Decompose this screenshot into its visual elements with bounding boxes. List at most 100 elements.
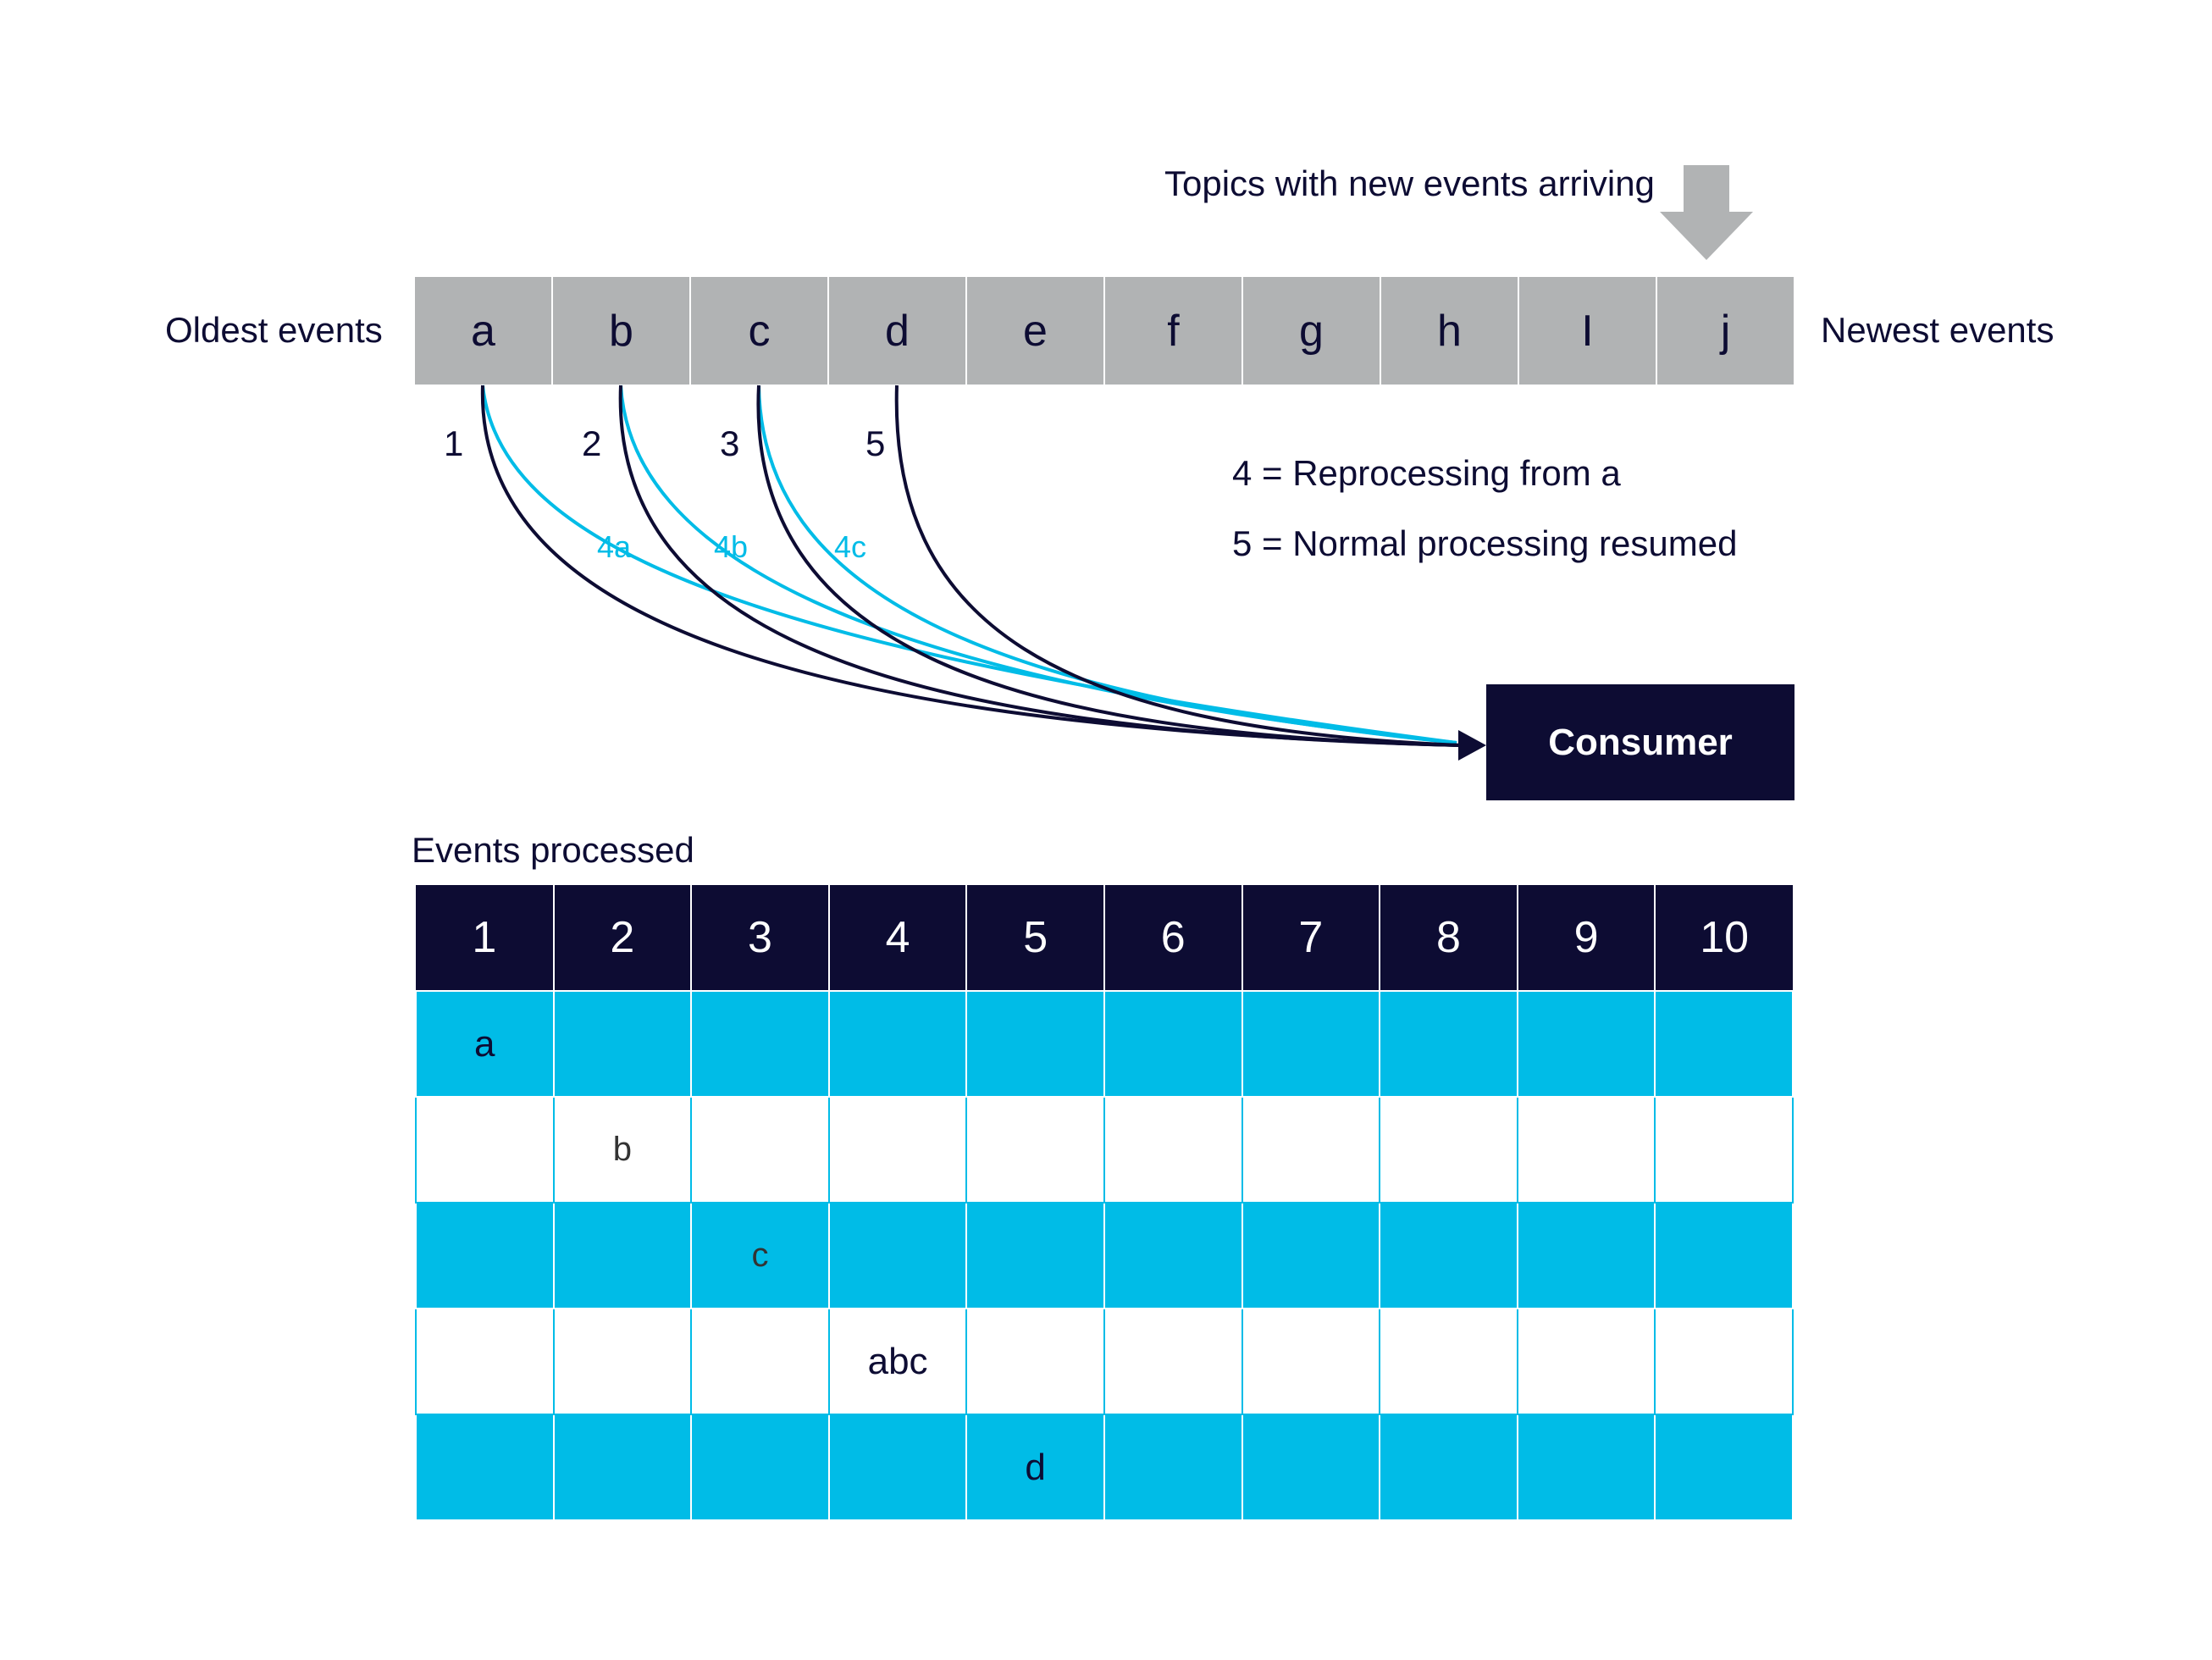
table-cell	[1516, 1414, 1656, 1521]
table-row: a	[415, 990, 1794, 1098]
flow-label-4b: 4b	[714, 529, 749, 564]
topic-event-cell: h	[1381, 277, 1519, 385]
legend-normal-processing: 5 = Normal processing resumed	[1232, 523, 1738, 563]
flow-curve-1	[480, 385, 1462, 747]
flow-label-4c: 4c	[834, 529, 867, 564]
table-cell	[827, 1202, 968, 1309]
table-cell	[1103, 1202, 1243, 1309]
table-cell	[1654, 1202, 1794, 1309]
table-cell	[1516, 1202, 1656, 1309]
table-row: b	[415, 1096, 1794, 1204]
column-header: 7	[1241, 885, 1381, 991]
events-processed-caption: Events processed	[412, 830, 694, 870]
flow-label-2: 2	[582, 423, 602, 463]
flow-label-5: 5	[865, 423, 886, 463]
topic-event-cell: j	[1720, 306, 1731, 356]
flow-curve-3	[756, 385, 1462, 747]
table-cell	[965, 1096, 1105, 1204]
topic-event-cell: I	[1519, 277, 1657, 385]
table-cell	[1379, 1414, 1518, 1521]
table-cell	[827, 1096, 968, 1204]
flow-label-3: 3	[720, 423, 740, 463]
table-cell	[965, 1202, 1105, 1309]
consumer-box: Consumer	[1486, 684, 1794, 800]
table-cell	[1241, 1308, 1381, 1415]
arrow-head-icon	[1458, 730, 1486, 761]
topic-event-cell: c	[691, 277, 829, 385]
column-header: 6	[1103, 885, 1243, 991]
table-cell	[1379, 1202, 1518, 1309]
column-header: 2	[553, 885, 693, 991]
table-cell	[965, 1308, 1105, 1415]
topic-event-cell: e	[967, 277, 1105, 385]
topic-event-bar: a b c d e f g h I j	[415, 277, 1794, 385]
column-header: 9	[1517, 885, 1656, 991]
topic-event-cell: d	[829, 277, 967, 385]
flow-label-4a: 4a	[597, 529, 632, 564]
events-processed-table: 1 2 3 4 5 6 7 8 9 10 a b c	[415, 885, 1794, 1521]
table-row: abc	[415, 1308, 1794, 1415]
table-cell	[690, 1414, 830, 1521]
table-cell	[1516, 990, 1656, 1098]
table-cell	[1654, 990, 1794, 1098]
table-cell	[1103, 1414, 1243, 1521]
table-cell: a	[415, 990, 555, 1098]
table-cell	[1516, 1308, 1656, 1415]
table-cell	[1241, 1414, 1381, 1521]
flow-curve-5	[894, 385, 1462, 747]
table-cell	[1379, 990, 1518, 1098]
table-cell	[1241, 1096, 1381, 1204]
table-cell	[1241, 1202, 1381, 1309]
table-cell	[1103, 1096, 1243, 1204]
column-header: 3	[691, 885, 830, 991]
topic-event-cell: g	[1243, 277, 1381, 385]
table-cell: b	[552, 1096, 693, 1204]
table-cell	[1103, 990, 1243, 1098]
legend-reprocessing: 4 = Reprocessing from a	[1232, 453, 1621, 493]
column-header: 8	[1380, 885, 1518, 991]
table-cell	[690, 1096, 830, 1204]
table-cell	[1103, 1308, 1243, 1415]
column-header: 10	[1655, 885, 1793, 991]
topic-event-cell: f	[1105, 277, 1243, 385]
new-events-label: Topics with new events arriving	[1164, 163, 1655, 203]
flow-curve-2	[618, 385, 1462, 747]
table-cell	[415, 1096, 555, 1204]
table-cell	[552, 1308, 693, 1415]
table-cell: d	[965, 1414, 1105, 1521]
table-header-row: 1 2 3 4 5 6 7 8 9 10	[416, 885, 1793, 991]
table-cell	[552, 1202, 693, 1309]
table-cell	[415, 1202, 555, 1309]
table-cell	[552, 1414, 693, 1521]
table-cell: abc	[827, 1308, 968, 1415]
table-cell	[1654, 1096, 1794, 1204]
column-header: 5	[966, 885, 1105, 991]
column-header: 1	[416, 885, 555, 991]
table-cell	[1516, 1096, 1656, 1204]
table-cell	[552, 990, 693, 1098]
topic-event-cell: b	[553, 277, 691, 385]
table-cell	[1379, 1096, 1518, 1204]
oldest-events-label: Oldest events	[165, 310, 383, 350]
column-header: 4	[828, 885, 968, 991]
table-cell	[1654, 1414, 1794, 1521]
table-cell	[965, 990, 1105, 1098]
table-row: d	[415, 1414, 1794, 1521]
table-cell	[690, 990, 830, 1098]
flow-label-1: 1	[444, 423, 464, 463]
table-cell	[1654, 1308, 1794, 1415]
table-cell	[1379, 1308, 1518, 1415]
table-cell	[1241, 990, 1381, 1098]
table-cell: c	[690, 1202, 830, 1309]
down-arrow-icon	[1660, 165, 1753, 260]
table-cell	[827, 1414, 968, 1521]
newest-events-label: Newest events	[1821, 310, 2054, 350]
flow-curve-4c	[757, 385, 1457, 744]
table-cell	[415, 1414, 555, 1521]
table-cell	[827, 990, 968, 1098]
table-cell	[690, 1308, 830, 1415]
table-row: c	[415, 1202, 1794, 1309]
table-cell	[415, 1308, 555, 1415]
topic-event-cell: a	[415, 277, 553, 385]
